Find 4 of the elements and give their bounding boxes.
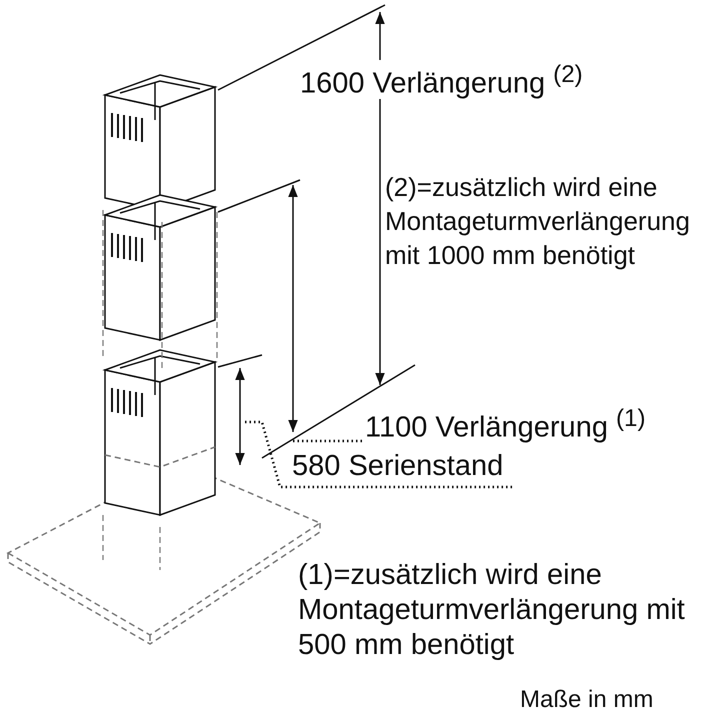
unit-note: Maße in mm	[520, 685, 654, 715]
dimension-label: 1600 Verlängerung $^{(2)}$	[300, 60, 583, 99]
footnote-text: (2)=zusätzlich wird eine Montageturmverlängerung mit 1000 mm benötigt	[385, 171, 691, 272]
footnote-text: (1)=zusätzlich wird eine Montageturmverlängerung mit 500 mm benötigt	[298, 558, 686, 663]
